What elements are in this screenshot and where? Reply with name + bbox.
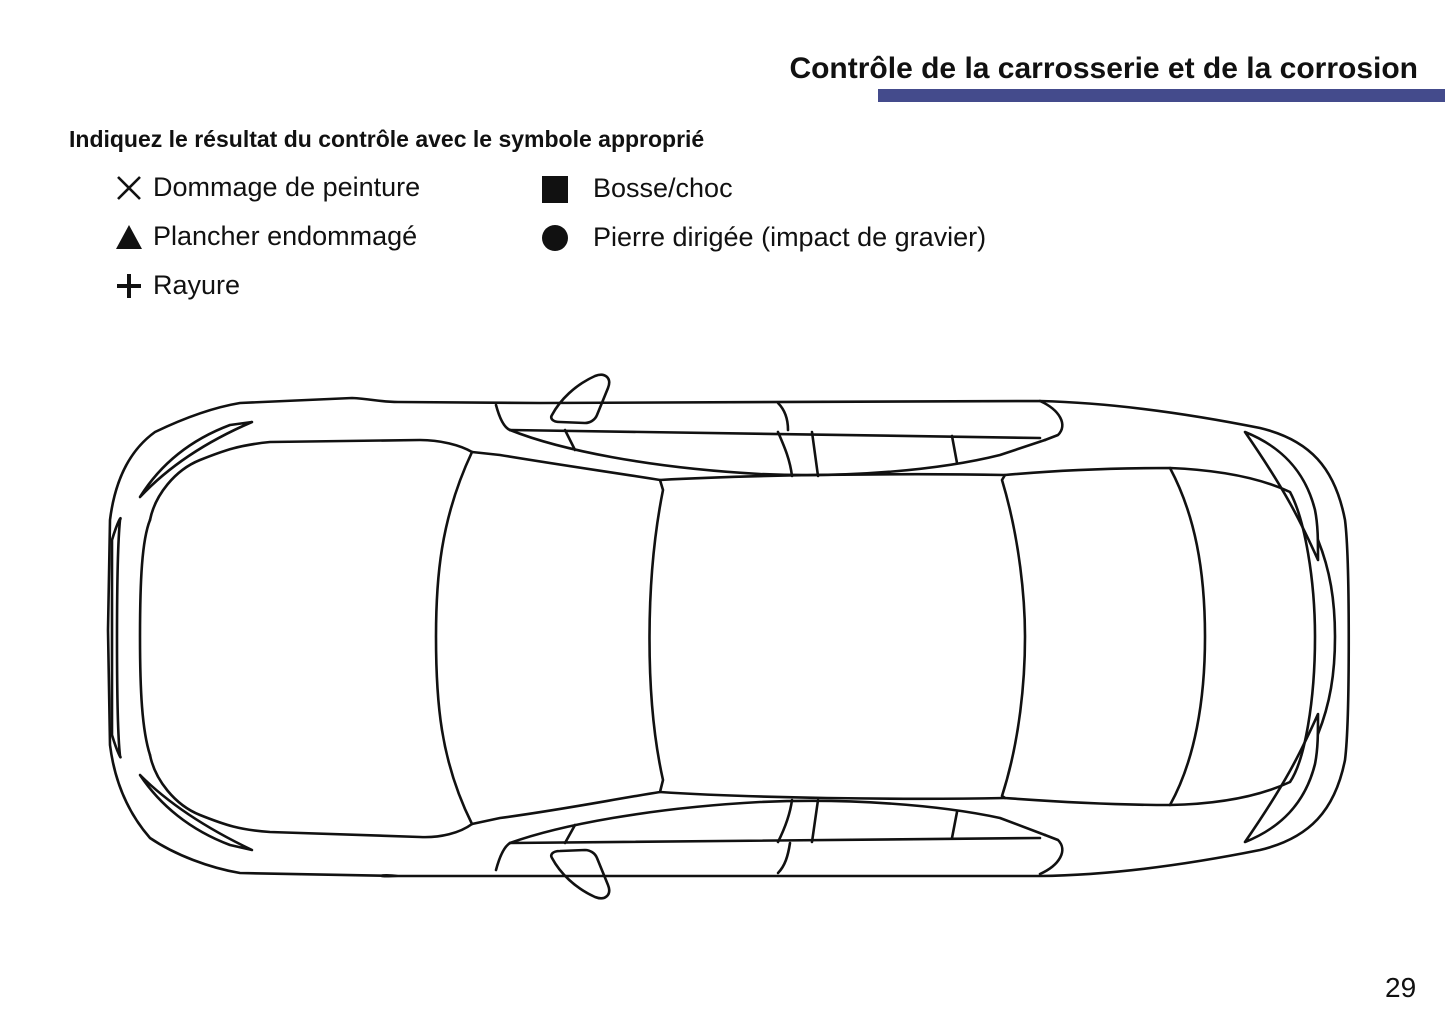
legend-label: Bosse/choc [593,173,733,203]
circle-icon [541,224,569,252]
legend-label: Pierre dirigée (impact de gravier) [593,222,987,252]
upper-sill-rear [1038,399,1064,442]
car-body-outline [106,396,1351,878]
page-number: 29 [1385,972,1417,1003]
legend-item-scratch: Rayure [115,270,240,301]
x-mark-icon [115,174,143,202]
legend-item-floor-damage: Plancher endommagé [115,221,417,252]
headlight-lower [138,773,254,852]
triangle-icon [115,223,143,251]
title-underline-bar [878,89,1445,102]
lower-b-pillar [776,841,792,875]
front-left-side-line [138,518,152,757]
upper-b-pillar [776,401,790,432]
upper-b-pillar-glass-1 [776,430,794,478]
upper-window-line [508,428,1047,477]
legend-item-dent: Bosse/choc [541,173,733,204]
lower-door-line [508,836,1042,845]
lower-window-line [508,799,1047,845]
upper-sill-front [494,403,512,432]
front-bumper-line [148,438,474,522]
front-bumper-line-bottom [148,753,474,839]
hood-windshield-edge [434,450,474,826]
upper-a-pillar [563,428,577,452]
page-title: Contrôle de la carrosserie et de la corr… [789,52,1418,85]
plus-icon [115,272,143,300]
lower-sill-rear [1038,833,1064,876]
front-grille-left [110,516,122,759]
upper-b-pillar-glass-2 [810,430,820,478]
legend-item-paint-damage: Dommage de peinture [115,172,420,203]
legend-item-stone-chip: Pierre dirigée (impact de gravier) [541,222,986,253]
legend-label: Dommage de peinture [153,172,421,202]
upper-door-line [508,428,1042,440]
roof-outline-bottom [658,790,1007,801]
lower-sill-front [494,841,512,872]
lower-b-pillar-glass-2 [810,798,820,844]
headlight-upper [138,420,254,499]
lower-a-pillar [563,823,577,845]
rear-bumper-line [1316,538,1337,736]
lower-c-pillar [950,810,959,840]
legend-label: Plancher endommagé [153,221,418,251]
mirror-upper [549,373,611,425]
windshield [470,450,665,826]
upper-c-pillar [950,434,959,465]
mirror-lower [549,848,611,900]
rear-window [1000,466,1207,807]
instruction-text: Indiquez le résultat du contrôle avec le… [69,126,705,152]
legend-label: Rayure [153,270,241,300]
lower-b-pillar-glass-1 [776,798,794,844]
trunk-lid [1168,466,1317,807]
square-icon [541,175,569,203]
